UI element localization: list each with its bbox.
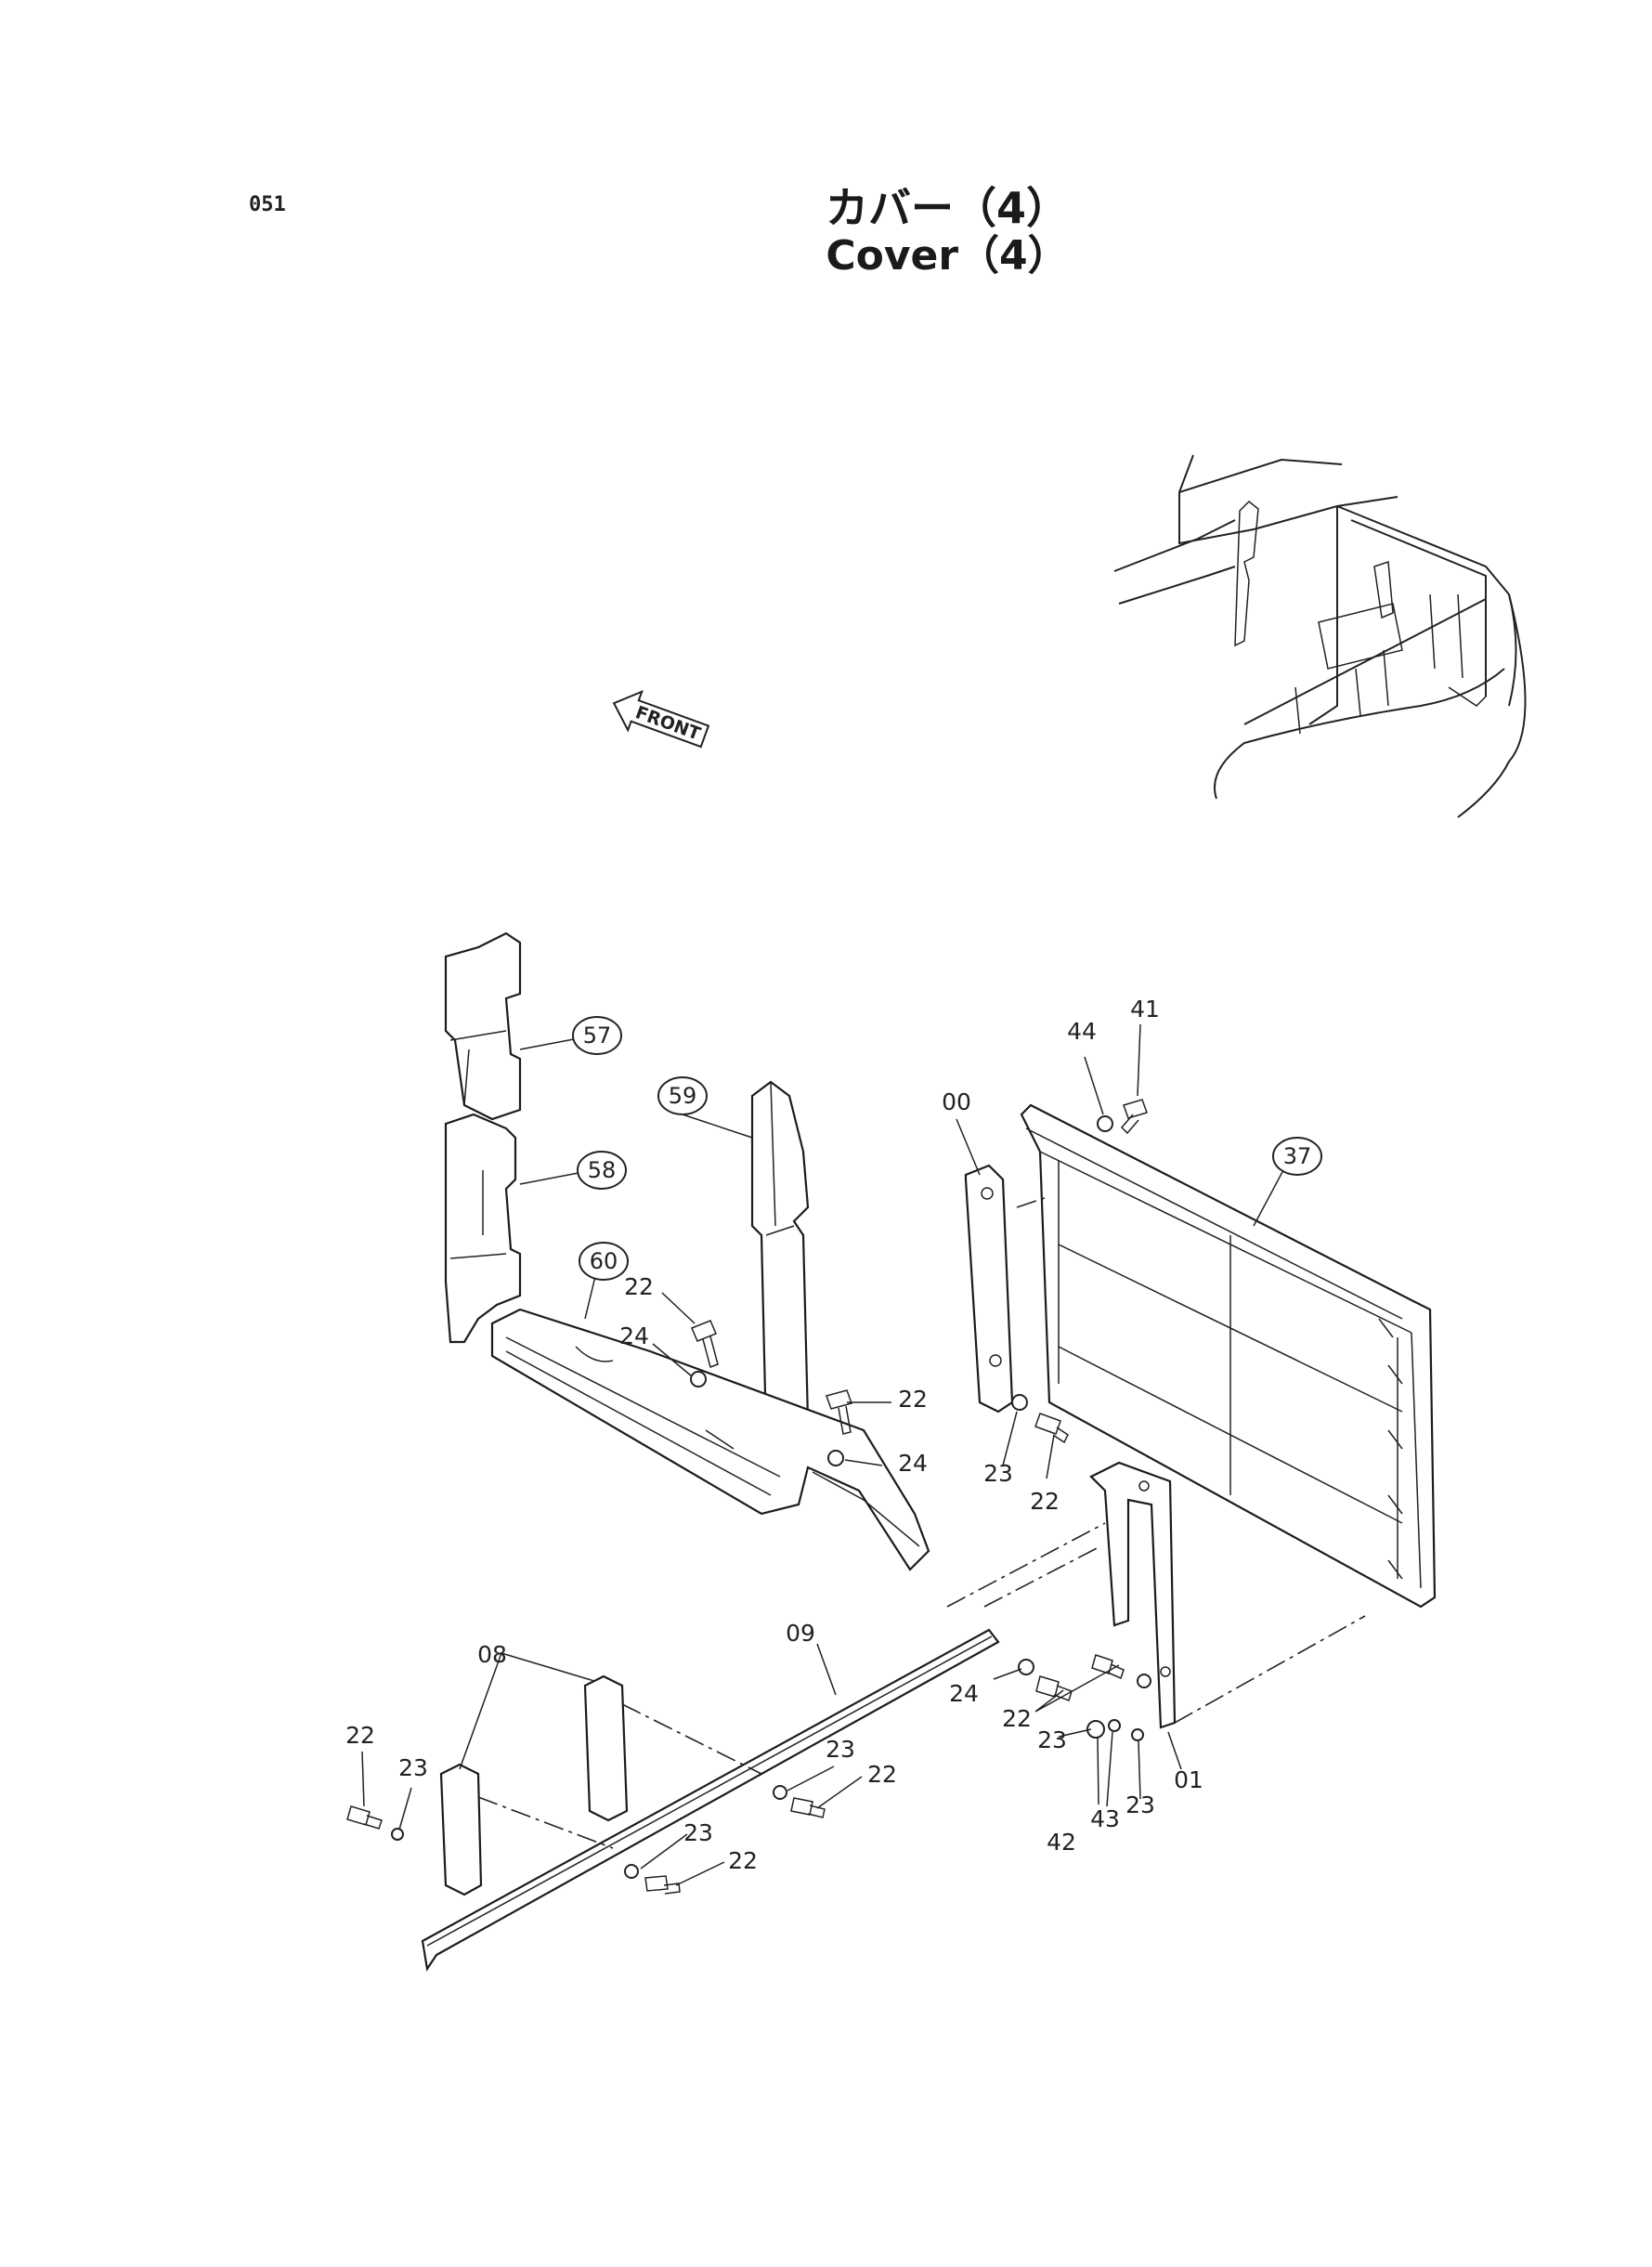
leader-lines bbox=[361, 1023, 1292, 1886]
alignment-line bbox=[1016, 1197, 1046, 1208]
label-24: 24 bbox=[949, 1680, 979, 1707]
label-23: 23 bbox=[1125, 1791, 1155, 1818]
callout-57: 57 bbox=[572, 1016, 622, 1055]
label-08: 08 bbox=[477, 1641, 507, 1668]
alignment-line bbox=[621, 1703, 762, 1775]
svg-text:59: 59 bbox=[669, 1083, 697, 1109]
bolt-icon bbox=[644, 1875, 681, 1895]
part-09-bar bbox=[421, 1628, 1000, 1972]
label-22: 22 bbox=[624, 1273, 654, 1300]
washer-icon bbox=[1097, 1115, 1113, 1132]
part-59-seal bbox=[750, 1080, 810, 1437]
label-23: 23 bbox=[826, 1736, 855, 1763]
label-23: 23 bbox=[398, 1754, 428, 1781]
machine-location-inset bbox=[1113, 454, 1527, 818]
label-24: 24 bbox=[619, 1322, 649, 1349]
label-23: 23 bbox=[683, 1819, 713, 1846]
label-22: 22 bbox=[345, 1722, 375, 1749]
label-09: 09 bbox=[786, 1620, 815, 1647]
washer-icon bbox=[773, 1785, 787, 1800]
svg-text:58: 58 bbox=[588, 1157, 617, 1183]
page-title: カバー（4） Cover（4） bbox=[761, 184, 1133, 280]
washer-icon bbox=[1131, 1728, 1144, 1741]
label-41: 41 bbox=[1130, 996, 1160, 1023]
washer-icon bbox=[391, 1828, 404, 1841]
part-37-core bbox=[1020, 1103, 1437, 1609]
washer-icon bbox=[1011, 1394, 1028, 1411]
part-01-support bbox=[1089, 1461, 1177, 1729]
front-arrow-label: FRONT bbox=[632, 702, 703, 745]
page-number: 051 bbox=[249, 193, 286, 216]
title-english: Cover（4） bbox=[826, 231, 1069, 280]
label-22: 22 bbox=[728, 1847, 758, 1874]
svg-text:60: 60 bbox=[590, 1248, 618, 1274]
callout-58: 58 bbox=[577, 1151, 627, 1190]
washer-icon bbox=[1018, 1659, 1034, 1675]
label-22: 22 bbox=[867, 1761, 897, 1788]
svg-text:37: 37 bbox=[1283, 1143, 1312, 1169]
label-23: 23 bbox=[1037, 1726, 1067, 1753]
alignment-line bbox=[946, 1522, 1106, 1608]
washer-icon bbox=[690, 1371, 707, 1388]
title-japanese: カバー（4） bbox=[825, 183, 1069, 233]
alignment-line bbox=[1174, 1615, 1366, 1724]
front-arrow-icon: FRONT bbox=[612, 689, 710, 749]
washer-icon bbox=[1137, 1674, 1151, 1688]
bolt-icon bbox=[1034, 1413, 1069, 1444]
label-24: 24 bbox=[898, 1450, 928, 1477]
label-00: 00 bbox=[942, 1088, 971, 1115]
nut-icon bbox=[1086, 1720, 1105, 1739]
part-08-bracket-front bbox=[439, 1763, 483, 1896]
callout-60: 60 bbox=[579, 1242, 629, 1281]
bolt-icon bbox=[691, 1320, 719, 1368]
label-22: 22 bbox=[1030, 1488, 1060, 1515]
bolt-icon bbox=[826, 1389, 852, 1435]
callout-59: 59 bbox=[657, 1076, 708, 1115]
part-57-seal bbox=[444, 932, 522, 1121]
washer-icon bbox=[1108, 1719, 1121, 1732]
label-43: 43 bbox=[1090, 1805, 1120, 1832]
svg-text:57: 57 bbox=[583, 1023, 612, 1049]
bolt-icon bbox=[346, 1805, 383, 1830]
label-22: 22 bbox=[898, 1386, 928, 1413]
label-01: 01 bbox=[1174, 1766, 1203, 1793]
label-23: 23 bbox=[983, 1460, 1013, 1487]
bolt-icon bbox=[790, 1797, 826, 1818]
label-22: 22 bbox=[1002, 1705, 1032, 1732]
part-60-frame bbox=[490, 1308, 930, 1571]
washer-icon bbox=[624, 1864, 639, 1879]
bolt-icon bbox=[1091, 1654, 1125, 1680]
alignment-line bbox=[477, 1796, 614, 1849]
washer-icon bbox=[827, 1450, 844, 1466]
label-44: 44 bbox=[1067, 1018, 1097, 1045]
callout-37: 37 bbox=[1272, 1137, 1322, 1176]
part-08-bracket-rear bbox=[583, 1674, 629, 1822]
part-00-bracket bbox=[964, 1164, 1014, 1414]
alignment-line bbox=[983, 1545, 1101, 1608]
part-58-seal bbox=[444, 1113, 522, 1344]
bolt-icon bbox=[1120, 1099, 1148, 1135]
label-42: 42 bbox=[1047, 1829, 1076, 1856]
